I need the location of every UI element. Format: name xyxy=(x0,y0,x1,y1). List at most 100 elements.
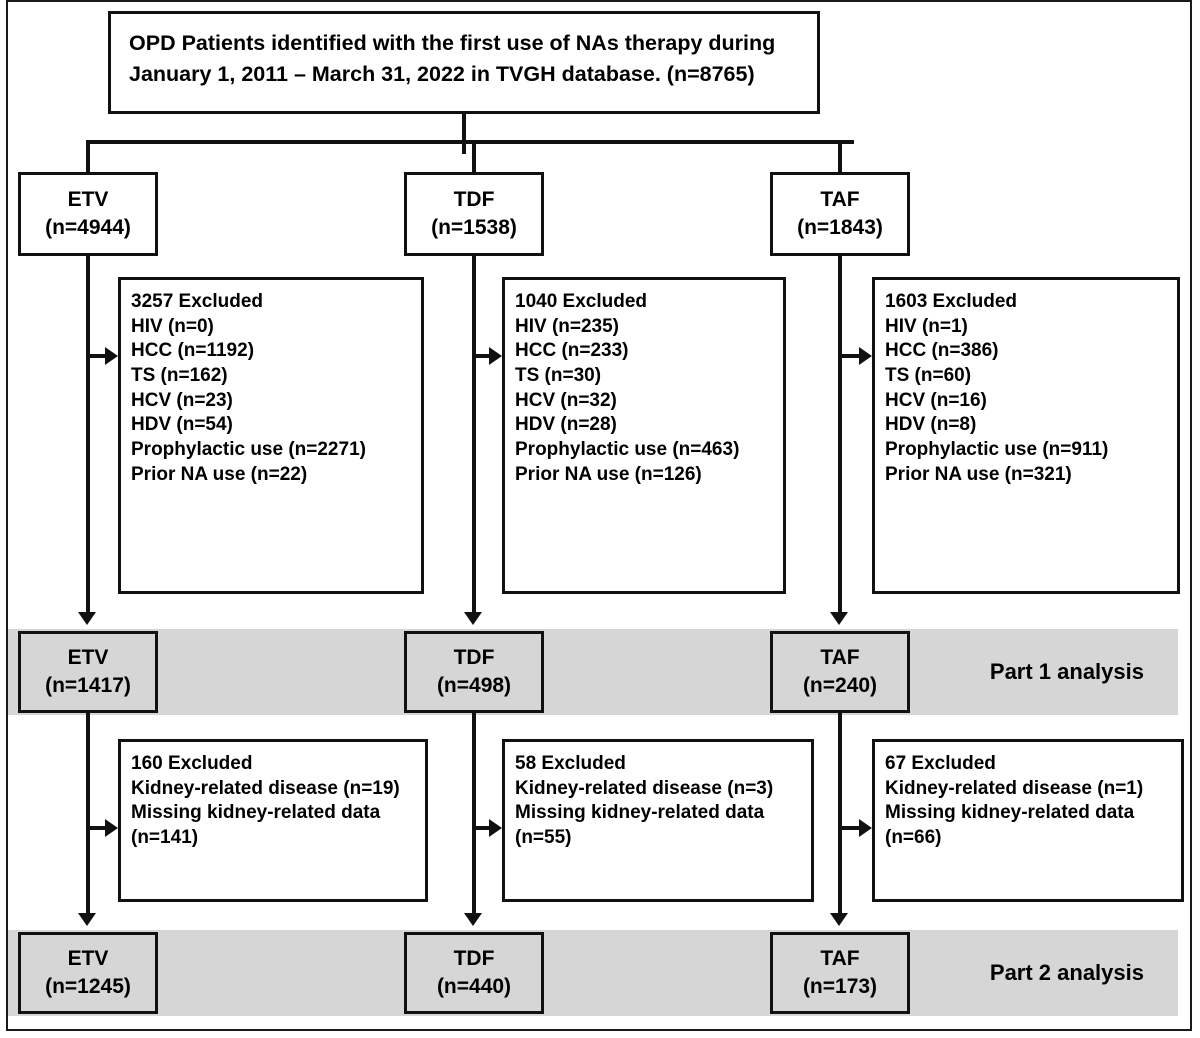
exclusion-box-tdf-stage1: 1040 Excluded HIV (n=235) HCC (n=233) TS… xyxy=(502,277,786,594)
exclusion-header: 67 Excluded xyxy=(885,753,996,774)
group-name: ETV xyxy=(67,946,109,970)
exclusion-box-taf-stage2: 67 Excluded Kidney-related disease (n=1)… xyxy=(872,739,1184,902)
trunk-tdf-stage2 xyxy=(472,713,476,915)
exclusion-item: HDV (n=28) xyxy=(515,414,617,436)
part1-band: Part 1 analysis xyxy=(8,629,1178,715)
exclusion-item: (n=141) xyxy=(131,827,199,849)
group-box-taf-part1: TAF (n=240) xyxy=(770,631,910,713)
arrow-taf-to-part1 xyxy=(830,612,848,625)
arrow-into-excl-etv-2 xyxy=(105,819,118,837)
exclusion-item: HDV (n=8) xyxy=(885,414,977,436)
group-name: ETV xyxy=(67,645,109,669)
title-line-2: January 1, 2011 – March 31, 2022 in TVGH… xyxy=(129,62,755,87)
exclusion-item: HCV (n=16) xyxy=(885,389,987,411)
exclusion-box-etv-stage2: 160 Excluded Kidney-related disease (n=1… xyxy=(118,739,428,902)
branch-line-excl-tdf-1 xyxy=(472,354,491,358)
exclusion-item: HCV (n=23) xyxy=(131,389,233,411)
exclusion-header: 1040 Excluded xyxy=(515,291,648,312)
exclusion-box-tdf-stage2: 58 Excluded Kidney-related disease (n=3)… xyxy=(502,739,814,902)
connector-branch-taf xyxy=(838,140,842,172)
exclusion-item: TS (n=162) xyxy=(131,365,228,387)
connector-title-stem xyxy=(462,114,466,154)
exclusion-item: Kidney-related disease (n=1) xyxy=(885,777,1144,799)
group-count: (n=440) xyxy=(436,975,512,998)
group-count: (n=1245) xyxy=(45,975,131,998)
arrow-into-excl-taf-2 xyxy=(859,819,872,837)
exclusion-item: HCV (n=32) xyxy=(515,389,617,411)
exclusion-item: (n=66) xyxy=(885,827,942,849)
group-box-taf-initial: TAF (n=1843) xyxy=(770,172,910,256)
title-box: OPD Patients identified with the first u… xyxy=(108,11,820,114)
exclusion-item: Prior NA use (n=22) xyxy=(131,463,308,485)
arrow-into-excl-taf-1 xyxy=(859,347,872,365)
exclusion-item: TS (n=30) xyxy=(515,365,602,387)
branch-line-excl-etv-2 xyxy=(86,826,108,830)
group-name: TDF xyxy=(453,946,495,970)
exclusion-box-taf-stage1: 1603 Excluded HIV (n=1) HCC (n=386) TS (… xyxy=(872,277,1180,594)
group-box-etv-initial: ETV (n=4944) xyxy=(18,172,158,256)
group-name: TDF xyxy=(453,187,495,211)
group-box-tdf-part1: TDF (n=498) xyxy=(404,631,544,713)
arrow-etv-to-part1 xyxy=(78,612,96,625)
part1-label: Part 1 analysis xyxy=(989,659,1144,684)
arrow-tdf-to-part1 xyxy=(464,612,482,625)
exclusion-item: (n=55) xyxy=(515,827,572,849)
connector-split-bus xyxy=(86,140,854,144)
outer-frame xyxy=(6,0,1192,1031)
trunk-tdf-stage1 xyxy=(472,256,476,614)
part2-band: Part 2 analysis xyxy=(8,930,1178,1016)
exclusion-item: Missing kidney-related data xyxy=(131,802,381,824)
exclusion-item: HCC (n=233) xyxy=(515,340,629,362)
arrow-into-excl-tdf-1 xyxy=(489,347,502,365)
exclusion-header: 3257 Excluded xyxy=(131,291,264,312)
group-count: (n=498) xyxy=(436,674,512,697)
arrow-into-excl-etv-1 xyxy=(105,347,118,365)
group-box-taf-part2: TAF (n=173) xyxy=(770,932,910,1014)
group-box-etv-part1: ETV (n=1417) xyxy=(18,631,158,713)
exclusion-item: Missing kidney-related data xyxy=(885,802,1135,824)
exclusion-item: TS (n=60) xyxy=(885,365,972,387)
connector-branch-etv xyxy=(86,140,90,172)
exclusion-box-etv-stage1: 3257 Excluded HIV (n=0) HCC (n=1192) TS … xyxy=(118,277,424,594)
group-count: (n=240) xyxy=(802,674,878,697)
connector-branch-tdf xyxy=(472,140,476,172)
exclusion-item: HDV (n=54) xyxy=(131,414,233,436)
group-count: (n=1538) xyxy=(431,216,517,239)
group-count: (n=173) xyxy=(802,975,878,998)
group-name: TDF xyxy=(453,645,495,669)
branch-line-excl-etv-1 xyxy=(86,354,108,358)
group-box-tdf-initial: TDF (n=1538) xyxy=(404,172,544,256)
exclusion-header: 1603 Excluded xyxy=(885,291,1018,312)
group-box-etv-part2: ETV (n=1245) xyxy=(18,932,158,1014)
exclusion-item: Prior NA use (n=126) xyxy=(515,463,702,485)
exclusion-item: Missing kidney-related data xyxy=(515,802,765,824)
exclusion-item: Kidney-related disease (n=19) xyxy=(131,777,400,799)
title-line-1: OPD Patients identified with the first u… xyxy=(129,31,776,55)
arrow-into-excl-tdf-2 xyxy=(489,819,502,837)
branch-line-excl-tdf-2 xyxy=(472,826,491,830)
trunk-etv-stage1 xyxy=(86,256,90,614)
branch-line-excl-taf-2 xyxy=(838,826,860,830)
group-count: (n=4944) xyxy=(45,216,131,239)
group-name: TAF xyxy=(820,187,860,211)
exclusion-item: HIV (n=235) xyxy=(515,315,620,337)
trunk-taf-stage2 xyxy=(838,713,842,915)
exclusion-item: HCC (n=386) xyxy=(885,340,999,362)
exclusion-item: Prophylactic use (n=911) xyxy=(885,439,1109,461)
group-count: (n=1417) xyxy=(45,674,131,697)
group-count: (n=1843) xyxy=(797,216,883,239)
branch-line-excl-taf-1 xyxy=(838,354,860,358)
arrow-taf-to-part2 xyxy=(830,913,848,926)
trunk-taf-stage1 xyxy=(838,256,842,614)
exclusion-header: 58 Excluded xyxy=(515,753,626,774)
exclusion-item: HIV (n=0) xyxy=(131,315,214,337)
exclusion-item: Prophylactic use (n=2271) xyxy=(131,439,366,461)
exclusion-item: HCC (n=1192) xyxy=(131,340,255,362)
exclusion-header: 160 Excluded xyxy=(131,753,253,774)
arrow-etv-to-part2 xyxy=(78,913,96,926)
part2-label: Part 2 analysis xyxy=(989,960,1144,985)
exclusion-item: HIV (n=1) xyxy=(885,315,968,337)
trunk-etv-stage2 xyxy=(86,713,90,915)
group-box-tdf-part2: TDF (n=440) xyxy=(404,932,544,1014)
